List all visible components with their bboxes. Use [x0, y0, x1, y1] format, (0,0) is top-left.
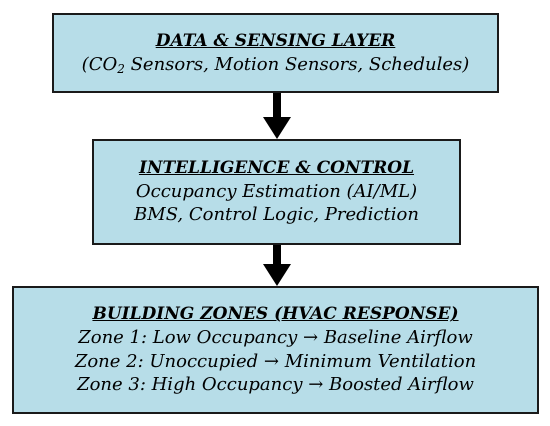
intelligence-control-title: INTELLIGENCE & CONTROL: [138, 158, 415, 179]
zone-2-line: Zone 2: Unoccupied → Minimum Ventilation: [74, 350, 477, 372]
data-sensing-layer-sources: (CO2 Sensors, Motion Sensors, Schedules): [82, 53, 470, 76]
zone-3-line: Zone 3: High Occupancy → Boosted Airflow: [77, 374, 474, 396]
arrow-shaft: [273, 93, 281, 119]
arrow-head: [263, 117, 291, 139]
intelligence-control-box: INTELLIGENCE & CONTROL Occupancy Estimat…: [92, 139, 461, 245]
arrow-head: [263, 264, 291, 286]
co2-subscript: 2: [117, 61, 125, 76]
sources-list: Sensors, Motion Sensors, Schedules): [124, 53, 470, 75]
co2-prefix: (CO: [81, 53, 118, 75]
intelligence-line-2: BMS, Control Logic, Prediction: [134, 204, 419, 226]
building-zones-title: BUILDING ZONES (HVAC RESPONSE): [92, 304, 459, 325]
building-zones-box: BUILDING ZONES (HVAC RESPONSE) Zone 1: L…: [12, 286, 539, 414]
data-sensing-layer-box: DATA & SENSING LAYER (CO2 Sensors, Motio…: [52, 13, 499, 93]
down-arrow-icon: [263, 93, 291, 139]
down-arrow-icon: [263, 245, 291, 286]
intelligence-line-1: Occupancy Estimation (AI/ML): [135, 181, 418, 203]
zone-1-line: Zone 1: Low Occupancy → Baseline Airflow: [78, 327, 473, 349]
data-sensing-layer-title: DATA & SENSING LAYER: [155, 30, 396, 51]
arrow-shaft: [273, 245, 281, 266]
